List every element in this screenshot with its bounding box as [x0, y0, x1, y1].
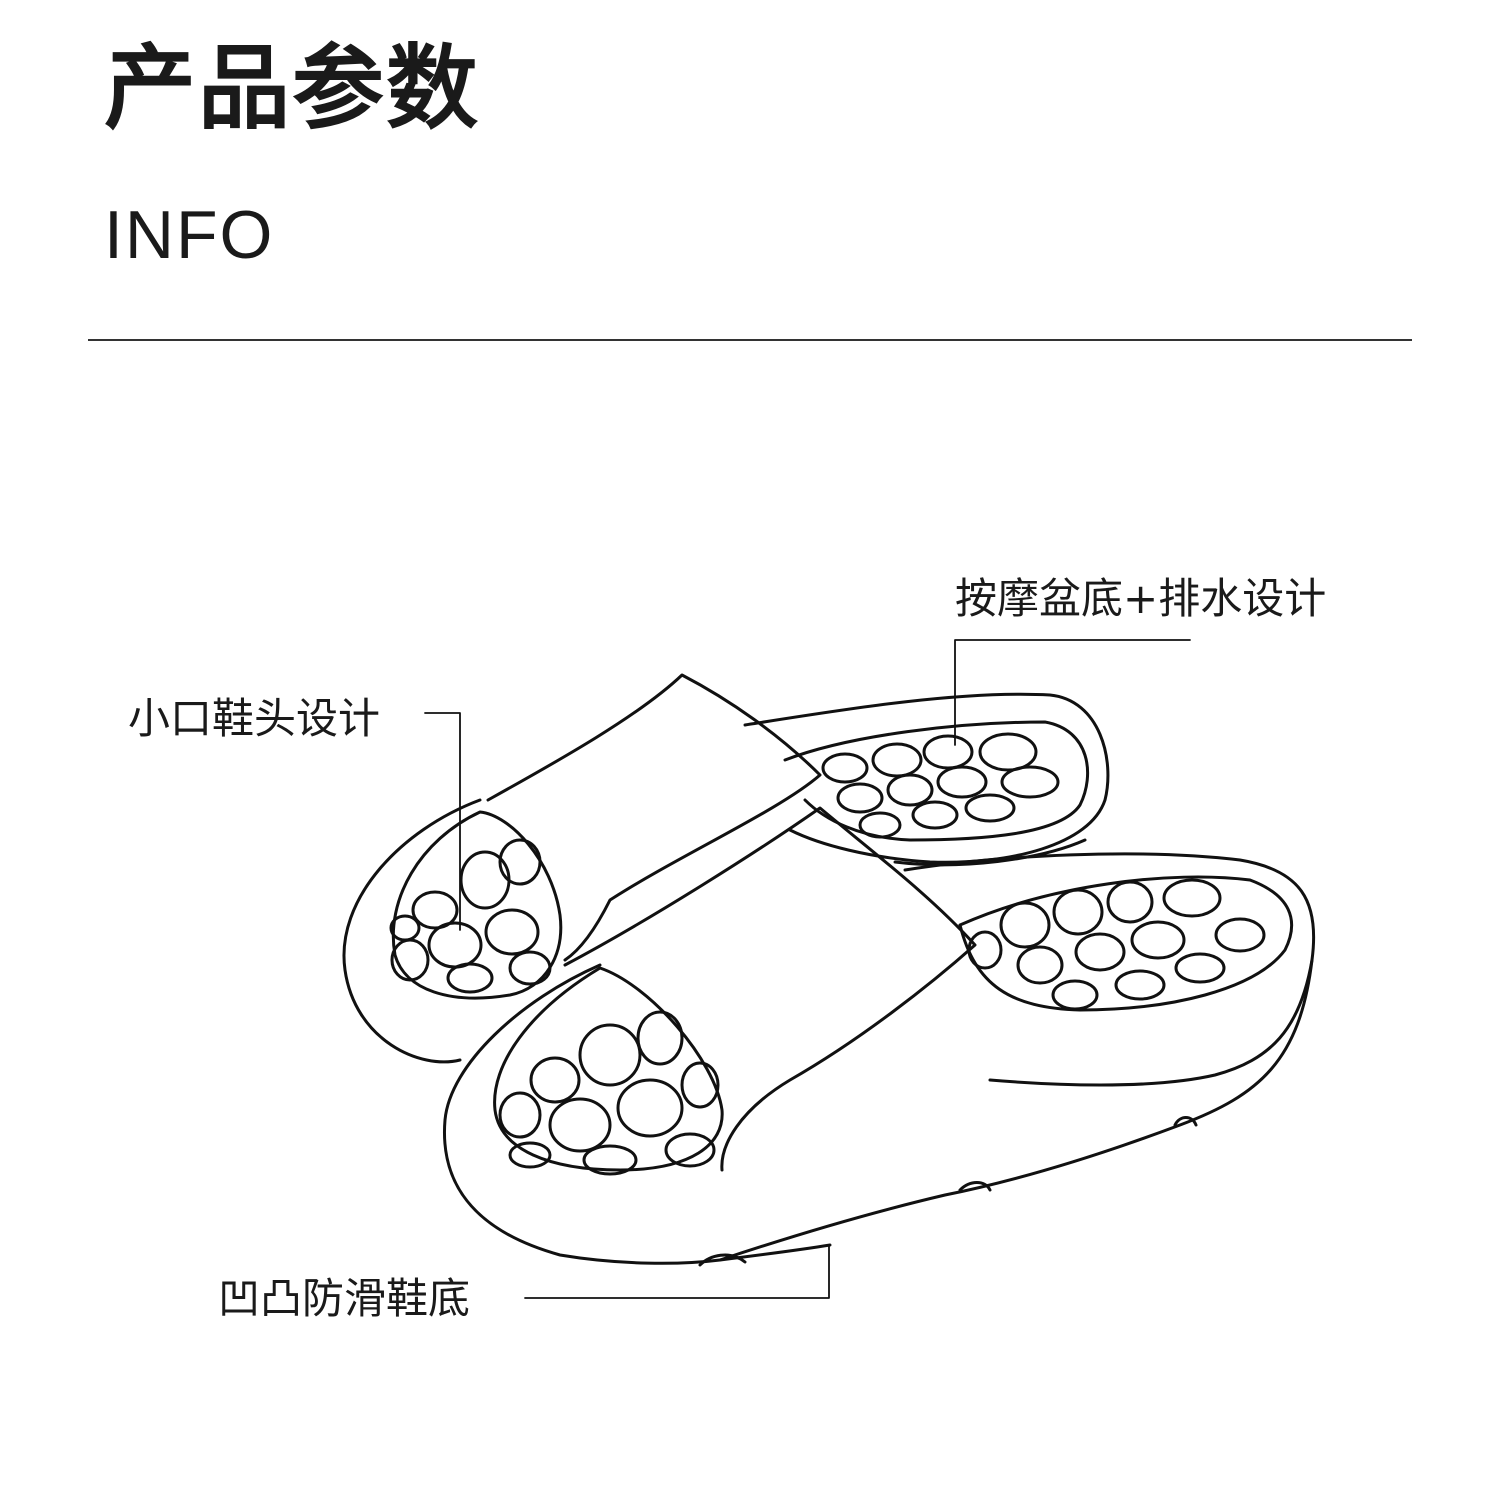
leader-line-massage [955, 640, 1190, 745]
nodule [486, 910, 538, 954]
nodule [461, 852, 509, 908]
nodule [980, 734, 1036, 770]
nodule [838, 784, 882, 812]
nodule [682, 1063, 718, 1107]
nodule [1076, 934, 1124, 970]
nodule [500, 1093, 540, 1137]
nodule [1054, 890, 1102, 934]
nodule [823, 754, 867, 782]
callout-massage-drain: 按摩盆底+排水设计 [955, 578, 1326, 620]
nodule [913, 802, 957, 828]
middle-sandal [344, 675, 1314, 1085]
nodule [1116, 971, 1164, 999]
nodule [1018, 947, 1062, 983]
nodule [1176, 954, 1224, 982]
nodule [618, 1080, 682, 1136]
nodule [531, 1058, 579, 1102]
nodule [938, 767, 986, 797]
nodule [1132, 922, 1184, 958]
front-sandal-strap [565, 808, 975, 1170]
nodule [391, 916, 419, 940]
massage-nodules-middle-toe [391, 840, 550, 992]
nodule [860, 813, 900, 837]
nodule [1164, 880, 1220, 916]
front-sandal-sole-bottom [720, 960, 1312, 1260]
nodule [638, 1012, 682, 1064]
nodule [1053, 981, 1097, 1009]
nodule [1216, 919, 1264, 951]
nodule [500, 840, 540, 884]
nodule [580, 1025, 640, 1085]
front-sandal-outer-sole [444, 965, 830, 1263]
nodule [429, 923, 481, 967]
nodule [1002, 767, 1058, 797]
leader-line-toe [425, 713, 460, 930]
callout-small-toe: 小口鞋头设计 [128, 698, 380, 740]
nodule [448, 964, 492, 992]
middle-sandal-strap [488, 675, 820, 960]
massage-nodules-back [823, 734, 1058, 837]
nodule [1001, 903, 1049, 947]
nodule [1108, 882, 1152, 922]
callout-anti-slip-sole: 凹凸防滑鞋底 [218, 1278, 470, 1320]
nodule [966, 795, 1014, 821]
nodule [550, 1099, 610, 1151]
back-sandal-footbed-rim [785, 722, 1088, 840]
nodule [873, 744, 921, 776]
nodule [510, 952, 550, 984]
nodule [888, 775, 932, 805]
nodule [969, 932, 1001, 968]
nodule [924, 736, 972, 768]
nodule [666, 1134, 714, 1166]
